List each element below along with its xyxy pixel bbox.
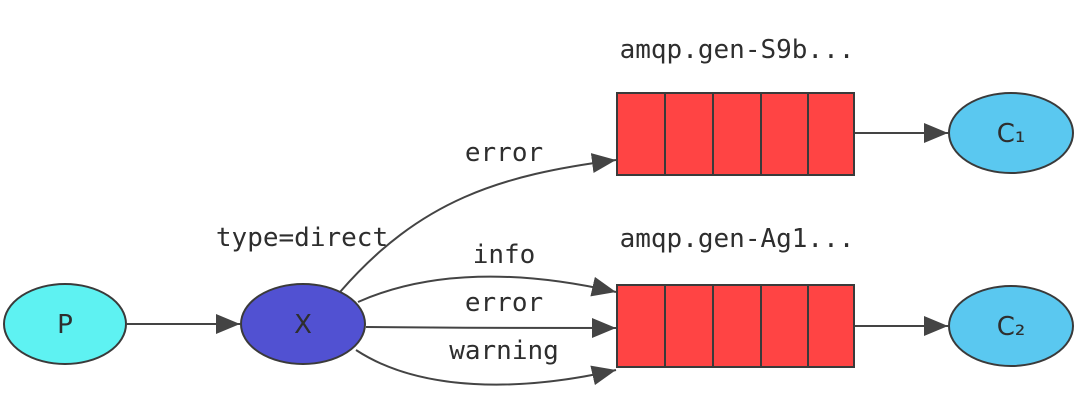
- queue-1-cell: [616, 92, 666, 176]
- consumer-1-label: C₁: [997, 119, 1026, 149]
- queue-2-name: amqp.gen-Ag1...: [620, 224, 855, 254]
- edge-binding-info-queue-2: [357, 275, 617, 303]
- queue-1-cell: [760, 92, 809, 176]
- queue-1-cell: [712, 92, 762, 176]
- queue-2-binding-error: error: [465, 288, 543, 318]
- queue-2-binding-info: info: [473, 240, 536, 270]
- queue-2-cell: [616, 284, 666, 368]
- consumer-2-node: [948, 285, 1074, 367]
- queue-1-cell: [664, 92, 714, 176]
- queue-2-cell: [807, 284, 855, 368]
- exchange-node: [240, 283, 366, 365]
- queue-1-binding-error: error: [465, 138, 543, 168]
- queue-2-cell: [664, 284, 714, 368]
- consumer-2-label: C₂: [997, 312, 1026, 342]
- queue-2-cell: [712, 284, 762, 368]
- queue-1: [616, 92, 855, 176]
- queue-2: [616, 284, 855, 368]
- edge-binding-error-queue-1: [339, 153, 617, 293]
- producer-label: P: [57, 310, 73, 340]
- edge-binding-warning-queue-2: [355, 349, 617, 386]
- exchange-label: X: [294, 310, 312, 340]
- consumer-1-node: [948, 92, 1074, 174]
- queue-2-cell: [760, 284, 809, 368]
- queue-1-name: amqp.gen-S9b...: [620, 35, 855, 65]
- producer-node: [3, 283, 127, 365]
- edge-binding-error-queue-2: [365, 317, 617, 338]
- queue-1-cell: [807, 92, 855, 176]
- exchange-type-label: type=direct: [216, 223, 388, 253]
- queue-2-binding-warning: warning: [449, 336, 559, 366]
